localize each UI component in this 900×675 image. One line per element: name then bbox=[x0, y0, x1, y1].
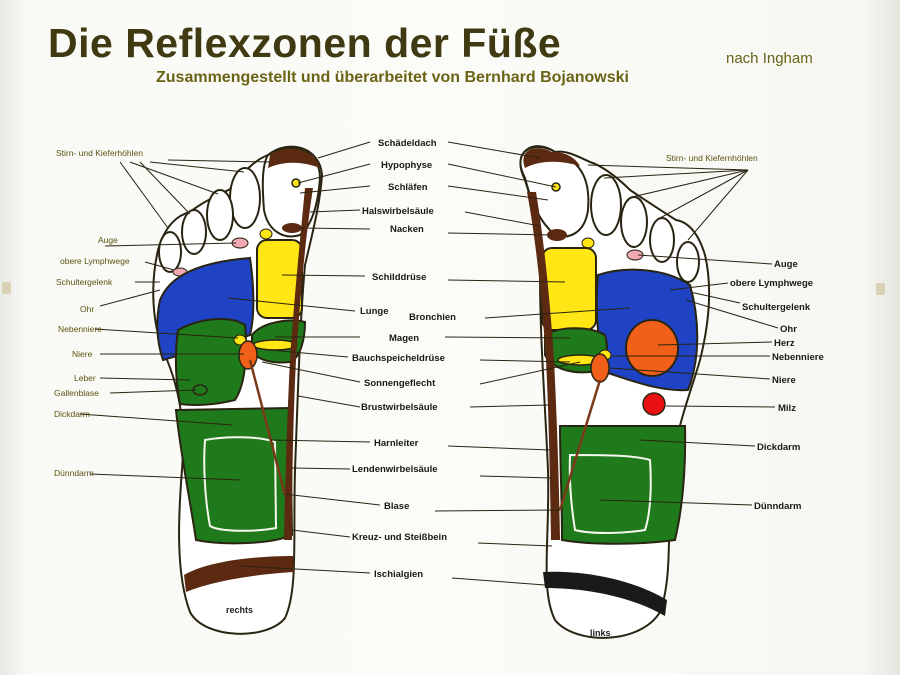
label-ohr-right: Ohr bbox=[780, 324, 797, 335]
label-halswirbelsaeule: Halswirbelsäule bbox=[362, 206, 434, 217]
left-small-intestine-zone bbox=[568, 453, 652, 534]
right-ischial-zone bbox=[184, 556, 294, 592]
left-nacken-zone bbox=[547, 229, 567, 241]
label-ischialgien: Ischialgien bbox=[374, 569, 423, 580]
right-ureter bbox=[248, 359, 287, 496]
label-herz-right: Herz bbox=[774, 338, 795, 349]
label-niere-right: Niere bbox=[772, 375, 796, 386]
page-subtitle: Zusammengestellt und überarbeitet von Be… bbox=[156, 69, 629, 86]
left-toe-3 bbox=[620, 196, 648, 248]
label-lymphwege-left: obere Lymphwege bbox=[60, 256, 130, 266]
left-toe-2 bbox=[590, 174, 622, 236]
label-lymphwege-right: obere Lymphwege bbox=[730, 278, 813, 289]
right-toe-5 bbox=[158, 231, 182, 273]
label-schultergelenk-left: Schultergelenk bbox=[56, 277, 113, 287]
left-heart-zone bbox=[625, 319, 679, 377]
label-auge-left: Auge bbox=[98, 235, 118, 245]
left-spine bbox=[527, 192, 560, 540]
label-auge-right: Auge bbox=[774, 259, 798, 270]
label-stirn-left: Stirn- und Kieferhöhlen bbox=[56, 148, 143, 158]
label-dickdarm-right: Dickdarm bbox=[757, 442, 800, 453]
label-bronchien: Bronchien bbox=[409, 312, 456, 323]
label-nacken: Nacken bbox=[390, 224, 424, 235]
left-spleen-zone bbox=[642, 392, 666, 416]
label-hypophyse: Hypophyse bbox=[381, 160, 432, 171]
left-side-labels: Stirn- und Kieferhöhlen Auge obere Lymph… bbox=[54, 148, 143, 478]
label-magen: Magen bbox=[389, 333, 419, 344]
label-niere-left: Niere bbox=[72, 349, 93, 359]
right-toe-4 bbox=[181, 209, 207, 255]
left-eye-zone-2 bbox=[581, 237, 595, 249]
thumbtack-right bbox=[876, 283, 885, 295]
left-foot bbox=[519, 145, 711, 639]
label-lunge: Lunge bbox=[360, 306, 389, 317]
label-schlaefen: Schläfen bbox=[388, 182, 428, 193]
left-ureter bbox=[558, 379, 602, 511]
tag-rechts: rechts bbox=[226, 605, 253, 615]
right-hypophyse-dot bbox=[291, 178, 301, 188]
left-toe-5 bbox=[676, 241, 700, 283]
center-labels: Schädeldach Hypophyse Schläfen Halswirbe… bbox=[352, 138, 456, 580]
label-duenndarm-right: Dünndarm bbox=[754, 501, 802, 512]
label-milz-right: Milz bbox=[778, 403, 796, 414]
left-ischial-zone bbox=[543, 571, 667, 616]
left-toe-4 bbox=[649, 217, 675, 263]
label-nebenniere-left: Nebenniere bbox=[58, 324, 102, 334]
label-nebenniere-right: Nebenniere bbox=[772, 352, 824, 363]
label-dickdarm-left: Dickdarm bbox=[54, 409, 90, 419]
label-kreuz-steissbein: Kreuz- und Steißbein bbox=[352, 532, 447, 543]
right-eye-zone-2 bbox=[259, 228, 273, 240]
label-schaedeldach: Schädeldach bbox=[378, 138, 437, 149]
right-side-labels: Stirn- und Kiefernhöhlen Auge obere Lymp… bbox=[666, 153, 824, 512]
label-gallenblase-left: Gallenblase bbox=[54, 388, 99, 398]
tag-links: links bbox=[590, 628, 611, 638]
label-duenndarm-left: Dünndarm bbox=[54, 468, 94, 478]
label-schultergelenk-right: Schultergelenk bbox=[742, 302, 811, 313]
label-schilddruese: Schilddrüse bbox=[372, 272, 426, 283]
label-brustwirbelsaeule: Brustwirbelsäule bbox=[361, 402, 438, 413]
right-kidney-zone bbox=[238, 340, 258, 370]
page-title: Die Reflexzonen der Füße bbox=[48, 20, 562, 66]
left-big-toe-cap bbox=[523, 148, 580, 168]
leader-lines bbox=[79, 141, 779, 586]
label-ohr-left: Ohr bbox=[80, 304, 94, 314]
label-leber-left: Leber bbox=[74, 373, 96, 383]
title-note: nach Ingham bbox=[726, 50, 813, 67]
right-toe-3 bbox=[206, 189, 234, 241]
label-sonnengeflecht: Sonnengeflecht bbox=[364, 378, 436, 389]
right-nacken-zone bbox=[282, 223, 302, 233]
label-blase: Blase bbox=[384, 501, 409, 512]
left-kidney-zone bbox=[590, 353, 610, 383]
right-spine bbox=[284, 188, 313, 540]
label-stirn-right: Stirn- und Kiefernhöhlen bbox=[666, 153, 758, 163]
label-harnleiter: Harnleiter bbox=[374, 438, 419, 449]
right-small-intestine-zone bbox=[203, 436, 278, 532]
label-lendenwirbelsaeule: Lendenwirbelsäule bbox=[352, 464, 438, 475]
right-pancreas-zone bbox=[252, 339, 298, 351]
right-liver-zone bbox=[174, 318, 248, 406]
thumbtack-left bbox=[2, 282, 11, 294]
right-big-toe-cap bbox=[268, 148, 320, 168]
right-toe-2 bbox=[229, 167, 261, 229]
label-bauchspeicheldruese: Bauchspeicheldrüse bbox=[352, 353, 445, 364]
